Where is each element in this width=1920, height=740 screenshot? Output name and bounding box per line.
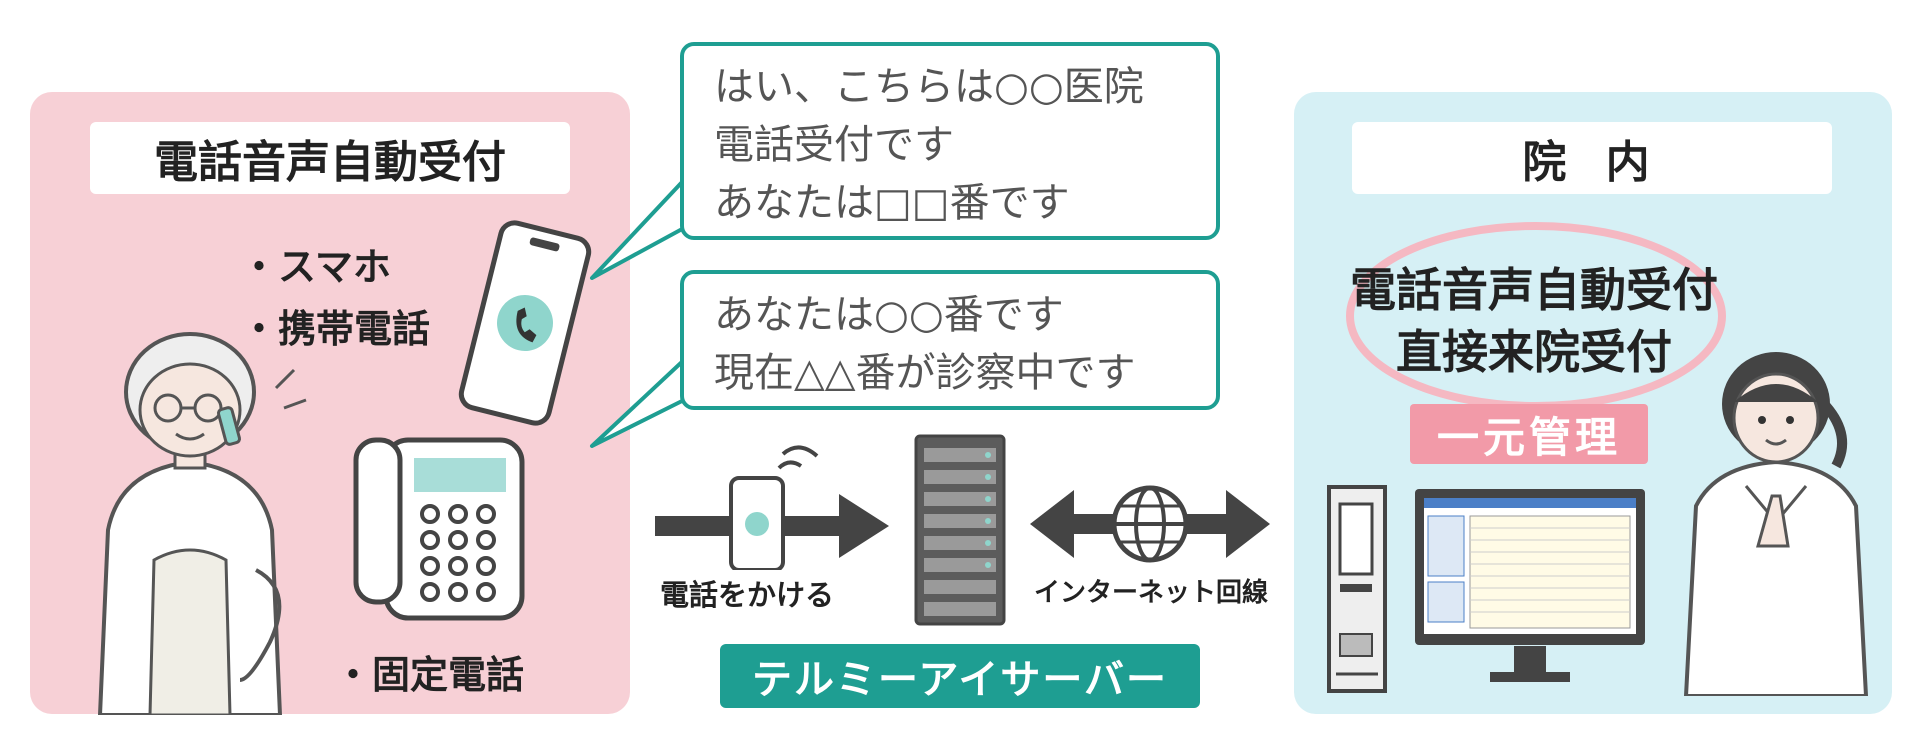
bubble-line: 電話受付です [714,122,954,168]
bubble-line: はい、こちらは○○医院 [714,64,1144,110]
clinic-staff-illustration [1683,352,1869,696]
internet-label: インターネット回線 [1034,578,1269,608]
internet-arrow [1030,485,1270,563]
call-arrow [655,445,889,570]
walk-in-reception-line: 直接来院受付 [1396,325,1672,379]
bullet-landline: ・固定電話 [334,653,525,697]
unified-management-badge: 一元管理 [1410,404,1648,464]
bubble-line: あなたは□□番です [714,180,1070,226]
server-icon [914,434,1006,626]
pc-tower-icon [1327,485,1387,693]
bullet-smartphone: ・スマホ [240,245,391,289]
bubble-line: あなたは○○番です [714,292,1064,338]
speech-bubble-status: あなたは○○番です 現在△△番が診察中です [680,270,1220,410]
phone-reception-title: 電話音声自動受付 [90,122,570,194]
speech-tails [590,178,686,448]
speech-bubble-greeting: はい、こちらは○○医院 電話受付です あなたは□□番です [680,42,1220,240]
phone-reception-line: 電話音声自動受付 [1350,263,1718,317]
server-name-banner: テルミーアイサーバー [720,644,1200,708]
elderly-caller-illustration [97,332,307,715]
monitor-icon [1415,489,1645,682]
bullet-mobile-phone: ・携帯電話 [240,307,431,351]
call-label: 電話をかける [660,578,835,612]
smartphone-icon [458,220,592,426]
clinic-title: 院 内 [1352,122,1832,194]
bubble-line: 現在△△番が診察中です [714,350,1136,396]
landline-phone-icon [353,437,525,621]
